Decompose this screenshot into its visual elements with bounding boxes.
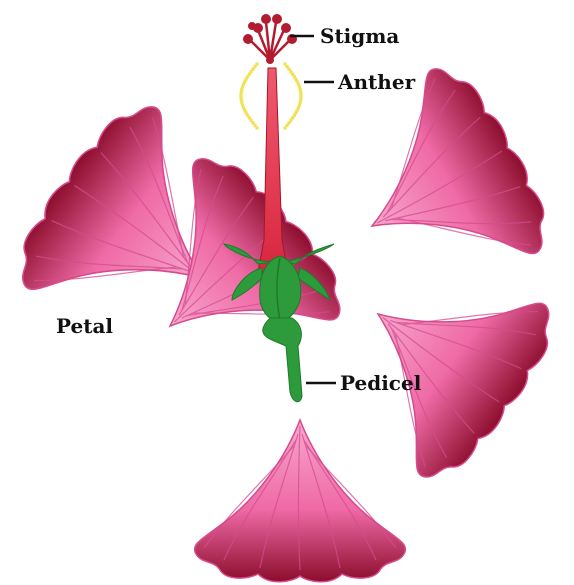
petal-bottom-right bbox=[316, 229, 571, 495]
pedicel-stalk bbox=[263, 318, 302, 402]
petal-label: Petal bbox=[56, 314, 113, 338]
anther-dot bbox=[255, 126, 259, 130]
stigma-label: Stigma bbox=[320, 24, 399, 48]
anther-dot bbox=[283, 126, 287, 130]
pedicel-label: Pedicel bbox=[340, 371, 422, 395]
petal-bottom bbox=[195, 420, 406, 582]
stigma-icon bbox=[243, 14, 297, 64]
anther-label: Anther bbox=[337, 70, 416, 94]
